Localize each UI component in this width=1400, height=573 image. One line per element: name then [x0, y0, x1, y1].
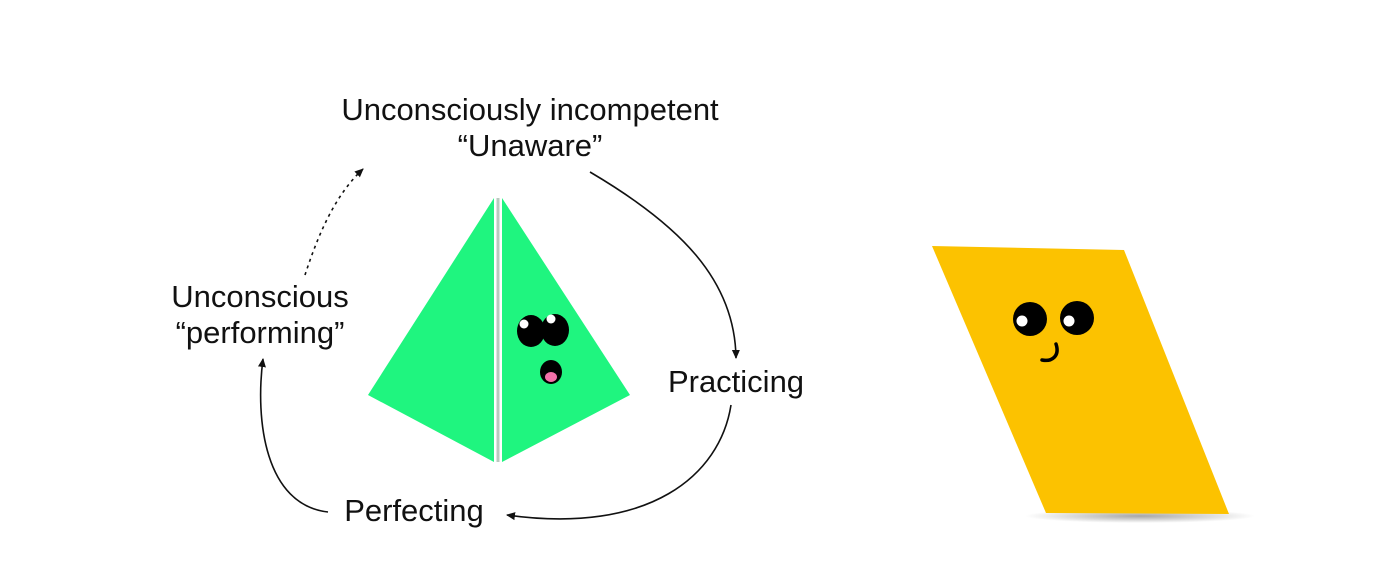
label-unconscious: Unconscious	[171, 279, 349, 314]
surprised-face-icon	[517, 314, 569, 384]
label-performing: “performing”	[175, 315, 345, 350]
pyramid-left-face	[368, 198, 494, 462]
arrow-unconscious-to-incompetent	[304, 168, 364, 276]
label-unconsciously-incompetent: Unconsciously incompetent	[341, 92, 719, 127]
parallelogram-body	[932, 246, 1229, 514]
arrow-practicing-to-perfecting	[506, 404, 732, 521]
pyramid-character	[368, 198, 630, 462]
label-practicing: Practicing	[667, 364, 805, 399]
smiling-face-icon	[1013, 301, 1094, 363]
arrow-perfecting-to-performing	[257, 358, 329, 513]
parallelogram-character	[932, 246, 1255, 523]
label-unaware: “Unaware”	[457, 128, 603, 163]
label-perfecting: Perfecting	[344, 493, 484, 528]
arrow-unaware-to-practicing	[589, 171, 740, 359]
